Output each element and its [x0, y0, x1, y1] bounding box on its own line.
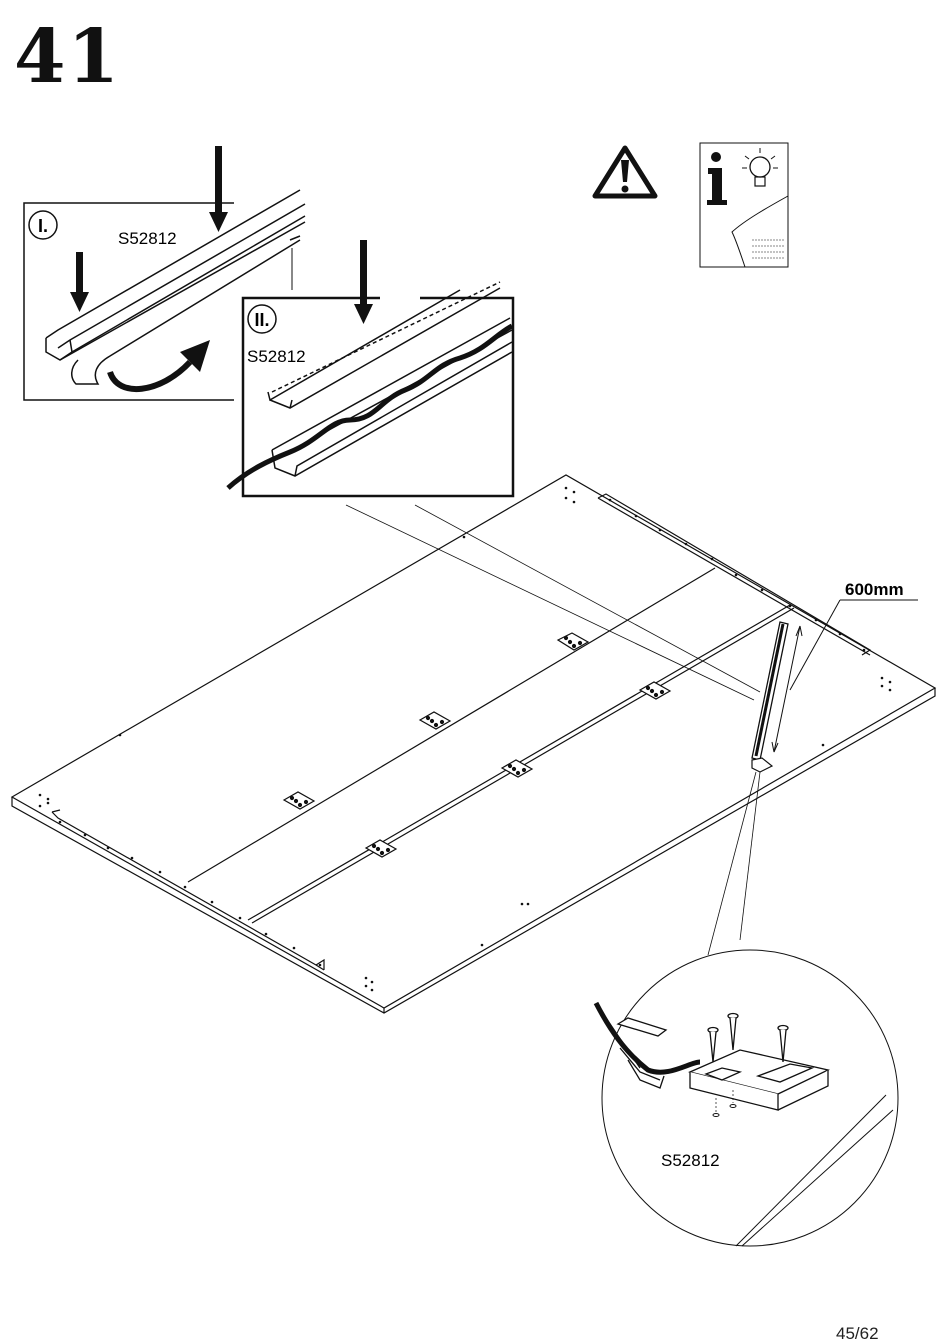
- dimension-label: 600mm: [845, 580, 904, 599]
- installed-cable-channel: [752, 622, 788, 772]
- detail-2-panel: II. S52812: [228, 240, 513, 496]
- page-number: 45/62: [836, 1324, 879, 1344]
- connector-plate: [558, 633, 588, 650]
- connector-plate: [640, 682, 670, 699]
- base-panel: [12, 475, 935, 1013]
- press-down-arrow-icon: [70, 252, 89, 312]
- zoom-detail: S52812: [596, 950, 898, 1246]
- detail-1-part-code: S52812: [118, 229, 177, 248]
- connector-plate: [420, 712, 450, 729]
- connector-plates: [284, 633, 670, 857]
- zoom-part-code: S52812: [661, 1151, 720, 1170]
- detail-2-part-code: S52812: [247, 347, 306, 366]
- detail-2-step-label: II.: [254, 310, 269, 330]
- detail-1-step-label: I.: [38, 216, 48, 236]
- dimension-600mm: [772, 600, 918, 752]
- press-down-arrow-icon: [209, 146, 228, 232]
- warning-triangle-icon: [595, 148, 655, 196]
- leader-lines: [346, 505, 760, 955]
- connector-plate: [284, 792, 314, 809]
- info-lightbulb-icon: [700, 143, 788, 267]
